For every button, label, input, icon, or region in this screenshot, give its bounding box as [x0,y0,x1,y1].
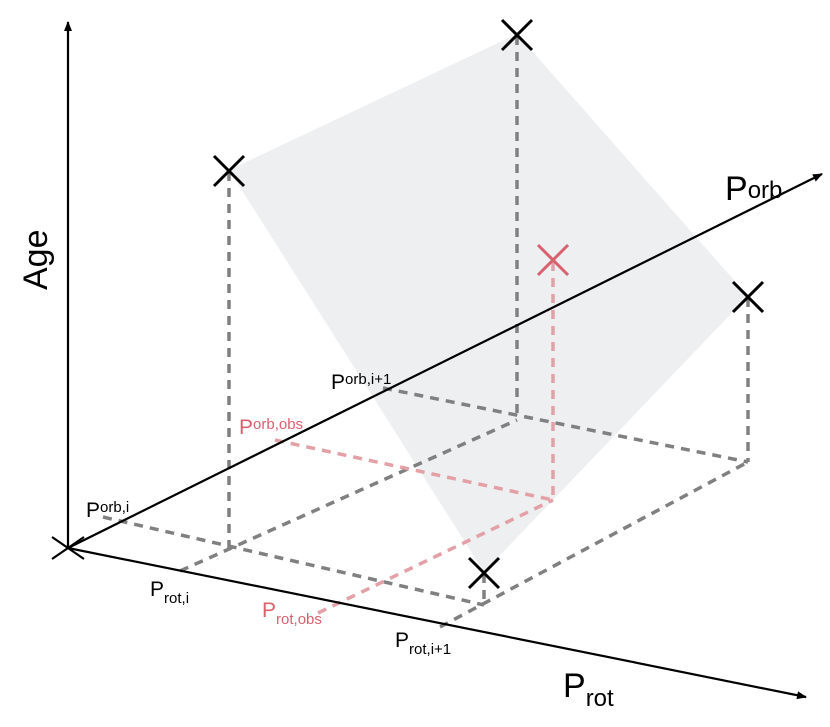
p-orb-axis-label: Porb [725,170,782,208]
observed-guides [274,262,555,615]
origin-marker [51,536,85,560]
guide-orb-i-row [102,515,485,607]
p-orb-i1-label: Porb,i+1 [331,371,391,394]
age-axis-label: Age [17,230,55,291]
grid-point-3 [731,280,765,314]
p-rot-axis [67,546,807,700]
p-rot-i1-label: Prot,i+1 [395,629,451,658]
p-orb-obs-label: Porb,obs [239,416,303,439]
observed-point [536,243,570,277]
p-orb-i-label: Porb,i [86,499,129,522]
p-orb-axis [67,173,823,549]
p-rot-i-label: Prot,i [150,578,189,607]
p-rot-axis-label: Prot [563,667,614,712]
grid-point-2 [500,18,534,52]
grid-guides [102,36,750,629]
interpolation-plane [229,34,748,572]
guide-rot-i1-col [439,460,749,629]
guide-rot-i-col [179,418,518,573]
grid-point-1 [212,154,246,188]
observed-rot-col [317,498,554,615]
guide-orb-i1-row [382,386,749,464]
grid-point-4 [467,556,501,590]
p-rot-obs-label: Prot,obs [262,599,322,628]
